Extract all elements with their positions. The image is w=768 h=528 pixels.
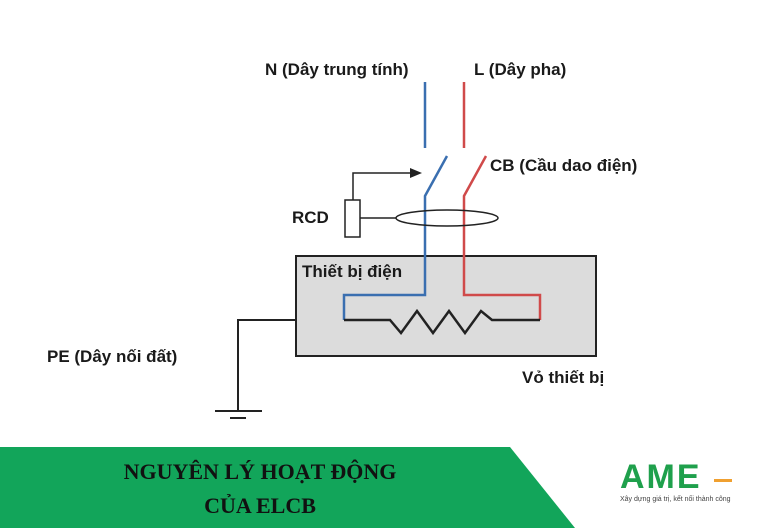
cb-label: CB (Cầu dao điện): [490, 156, 638, 175]
resistor: [344, 308, 540, 336]
neutral-switch: [342, 155, 449, 320]
logo-brand: AME: [620, 458, 702, 496]
device-box: [295, 255, 597, 357]
pe-wire: [237, 319, 296, 410]
casing-label: Vỏ thiết bị: [522, 368, 605, 387]
pe-label: PE (Dây nối đất): [47, 347, 178, 366]
device-label: Thiết bị điện: [302, 262, 403, 281]
rcd-box: [344, 199, 361, 238]
neutral-label: N (Dây trung tính): [265, 60, 409, 79]
banner-shape: [0, 447, 575, 528]
rcd-trip-link: [352, 172, 412, 200]
ame-logo: AME Xây dựng giá trị, kết nối thành công: [620, 460, 740, 503]
current-transformer: [395, 209, 499, 227]
line-switch: [462, 155, 542, 320]
banner-title: NGUYÊN LÝ HOẠT ĐỘNG CỦA ELCB: [0, 455, 520, 523]
line-label: L (Dây pha): [474, 60, 567, 79]
banner-title-line1: NGUYÊN LÝ HOẠT ĐỘNG: [123, 459, 397, 484]
arrow-icon: [410, 168, 422, 178]
rcd-label: RCD: [292, 208, 329, 227]
logo-accent: [714, 479, 732, 482]
banner-title-line2: CỦA ELCB: [204, 493, 316, 518]
logo-tagline: Xây dựng giá trị, kết nối thành công: [620, 496, 731, 503]
